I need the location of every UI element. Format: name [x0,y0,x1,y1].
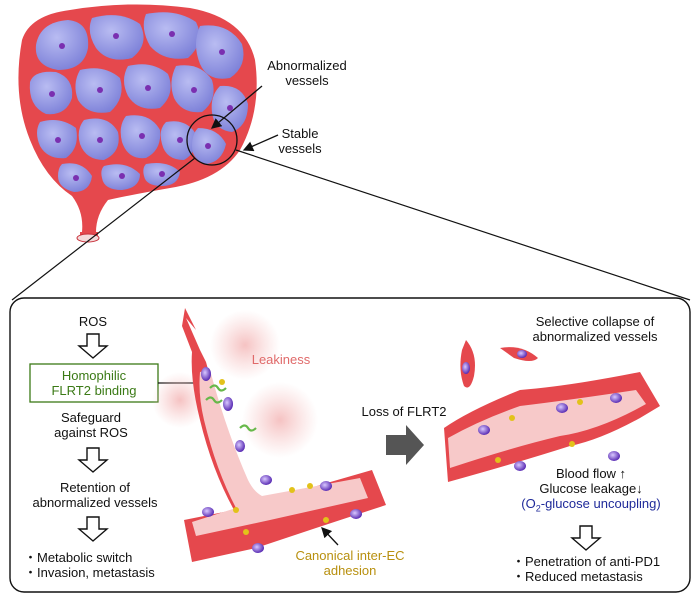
right-flow-arrow [570,525,602,551]
homophilic-box [29,363,159,403]
abnormalized-label-line1: Abnormalized [267,58,347,73]
ros-label: ROS [78,314,108,329]
tumor-cells [29,12,248,192]
tumor-cell-nuclei [49,31,233,181]
abnormalized-label: Abnormalized vessels [262,58,352,88]
left-outcome-1: ・Metabolic switch [24,550,133,565]
detail-panel [9,297,691,593]
retention-label: Retention of abnormalized vessels [20,480,170,510]
canonical-junctions [219,379,329,535]
right-outcome-2: ・Reduced metastasis [512,569,643,584]
abnormalized-vessel [182,308,386,562]
stable-junctions [495,399,583,463]
tumor-illustration [18,4,257,243]
stable-arrow [242,134,279,152]
canonical-line2: adhesion [323,563,377,578]
homophilic-line1: Homophilic [61,368,127,383]
retention-line2: abnormalized vessels [32,495,158,510]
collapse-label: Selective collapse of abnormalized vesse… [510,314,680,344]
safeguard-label: Safeguard against ROS [36,410,146,440]
uncoupling-label: (O2-glucose uncoupling) [521,496,661,514]
stable-label-line1: Stable [281,126,319,141]
flrt2-junctions [205,384,257,432]
stable-vessel [444,372,660,482]
canonical-arrow [321,527,339,546]
vessel-nuclei [201,367,362,553]
transition-arrow [386,425,424,465]
abnormalized-label-line2: vessels [285,73,329,88]
collapse-line2: abnormalized vessels [532,329,658,344]
homophilic-label: Homophilic FLRT2 binding [30,368,158,398]
leakiness-cloud [152,310,318,458]
abnormalized-arrow [211,85,263,129]
retention-line1: Retention of [59,480,131,495]
flow-effects: Blood flow ↑ Glucose leakage↓ (O2-glucos… [506,466,676,517]
safeguard-line2: against ROS [54,425,128,440]
left-outcome-2: ・Invasion, metastasis [24,565,155,580]
left-flow-arrows [77,333,109,542]
collapse-line1: Selective collapse of [535,314,655,329]
canonical-line1: Canonical inter-EC [295,548,405,563]
safeguard-line1: Safeguard [61,410,121,425]
canonical-label: Canonical inter-EC adhesion [280,548,420,578]
zoom-line-right [235,149,691,301]
stable-vessel-nuclei [478,393,622,471]
zoom-circle [186,114,238,166]
stable-label-line2: vessels [278,141,322,156]
glucose-leakage-label: Glucose leakage↓ [539,481,643,496]
zoom-line-left [11,157,196,301]
blood-flow-label: Blood flow ↑ [555,466,627,481]
detached-cells [460,340,538,388]
leakiness-label: Leakiness [251,352,311,367]
loss-label: Loss of FLRT2 [361,404,447,419]
left-outcomes: ・Metabolic switch ・Invasion, metastasis [24,550,184,580]
stable-label: Stable vessels [270,126,330,156]
right-outcome-1: ・Penetration of anti-PD1 [512,554,661,569]
homophilic-line2: FLRT2 binding [51,383,137,398]
right-outcomes: ・Penetration of anti-PD1 ・Reduced metast… [512,554,682,584]
